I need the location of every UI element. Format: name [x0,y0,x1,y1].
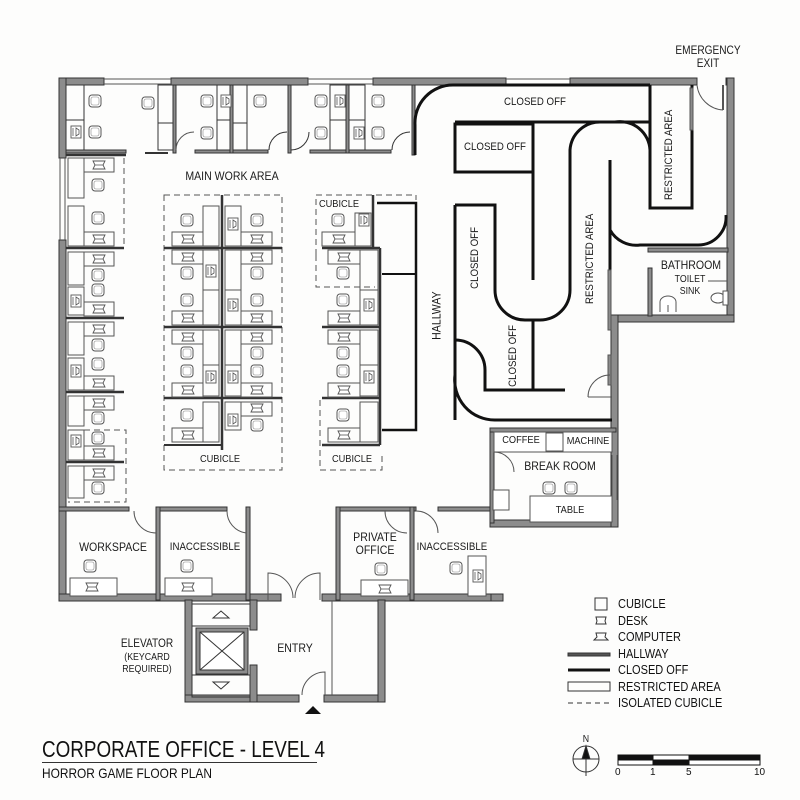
bottom-rooms [58,506,491,601]
top-office-furniture [70,94,385,140]
cubicle-label: CUBICLE [331,453,373,465]
legend-item-cubicle: CUBICLE [618,597,666,612]
table-label: TABLE [555,504,585,516]
emergency-exit-label: EMERGENCY EXIT [675,45,741,70]
private-office-label: PRIVATE OFFICE [353,530,397,558]
left-cubicles [66,153,127,503]
workspace-label: WORKSPACE [79,540,147,554]
top-offices [65,84,416,156]
break-room-chairs [542,481,578,495]
scale-tick-0: 0 [615,767,621,778]
entry-arrow-icon [305,706,321,714]
legend-item-isolated-cubicle: ISOLATED CUBICLE [618,696,723,711]
bathroom-label: BATHROOM [660,258,722,272]
center-cubicles [163,194,283,471]
restricted-walls [607,87,694,386]
break-room [489,427,617,524]
scale-bar [617,754,761,766]
cubicle-label: CUBICLE [199,453,241,465]
bathroom-fixtures [659,280,729,312]
entry-label: ENTRY [277,641,313,655]
break-room-label: BREAK ROOM [524,459,596,473]
left-cubicle-furniture [70,160,106,495]
closed-off-label: CLOSED OFF [464,141,526,153]
elevator [191,603,251,698]
closed-off-label: CLOSED OFF [504,96,566,108]
outer-walls [58,77,735,703]
elevator-label: ELEVATOR (KEYCARD REQUIRED) [120,638,174,676]
hallway-label: HALLWAY [429,291,444,340]
coffee-label: COFFEE [502,434,540,446]
title-underline [42,762,317,763]
page-subtitle: HORROR GAME FLOOR PLAN [42,765,212,781]
right-cubicles [315,194,418,471]
compass-north-label: N [582,734,590,745]
legend-symbols [567,597,611,704]
bathroom [647,247,729,317]
restricted-area-label: RESTRICTED AREA [583,213,596,305]
scale-tick-1: 1 [650,767,656,778]
cubicle-label: CUBICLE [318,198,360,210]
emergency-exit-door [696,84,724,111]
inaccessible-label: INACCESSIBLE [169,541,241,553]
closed-off-label: CLOSED OFF [506,324,519,387]
restricted-area-label: RESTRICTED AREA [662,109,675,201]
legend-item-computer: COMPUTER [618,630,681,645]
closed-off-maze [413,83,728,422]
main-work-area-label: MAIN WORK AREA [185,169,279,183]
inaccessible-label: INACCESSIBLE [416,541,488,553]
sink-label: SINK [679,286,701,297]
scale-tick-10: 10 [754,767,766,778]
page-title: CORPORATE OFFICE - LEVEL 4 [42,736,325,762]
machine-label: MACHINE [566,435,610,447]
closed-off-label: CLOSED OFF [468,226,481,289]
legend-item-hallway: HALLWAY [618,646,669,661]
legend-item-restricted-area: RESTRICTED AREA [618,679,721,694]
compass-icon [572,744,600,776]
legend-item-desk: DESK [618,613,648,628]
toilet-label: TOILET [674,274,706,285]
legend: CUBICLE DESK COMPUTER HALLWAY CLOSED OFF… [618,596,737,712]
scale-tick-5: 5 [686,767,692,778]
legend-item-closed-off: CLOSED OFF [618,663,689,678]
